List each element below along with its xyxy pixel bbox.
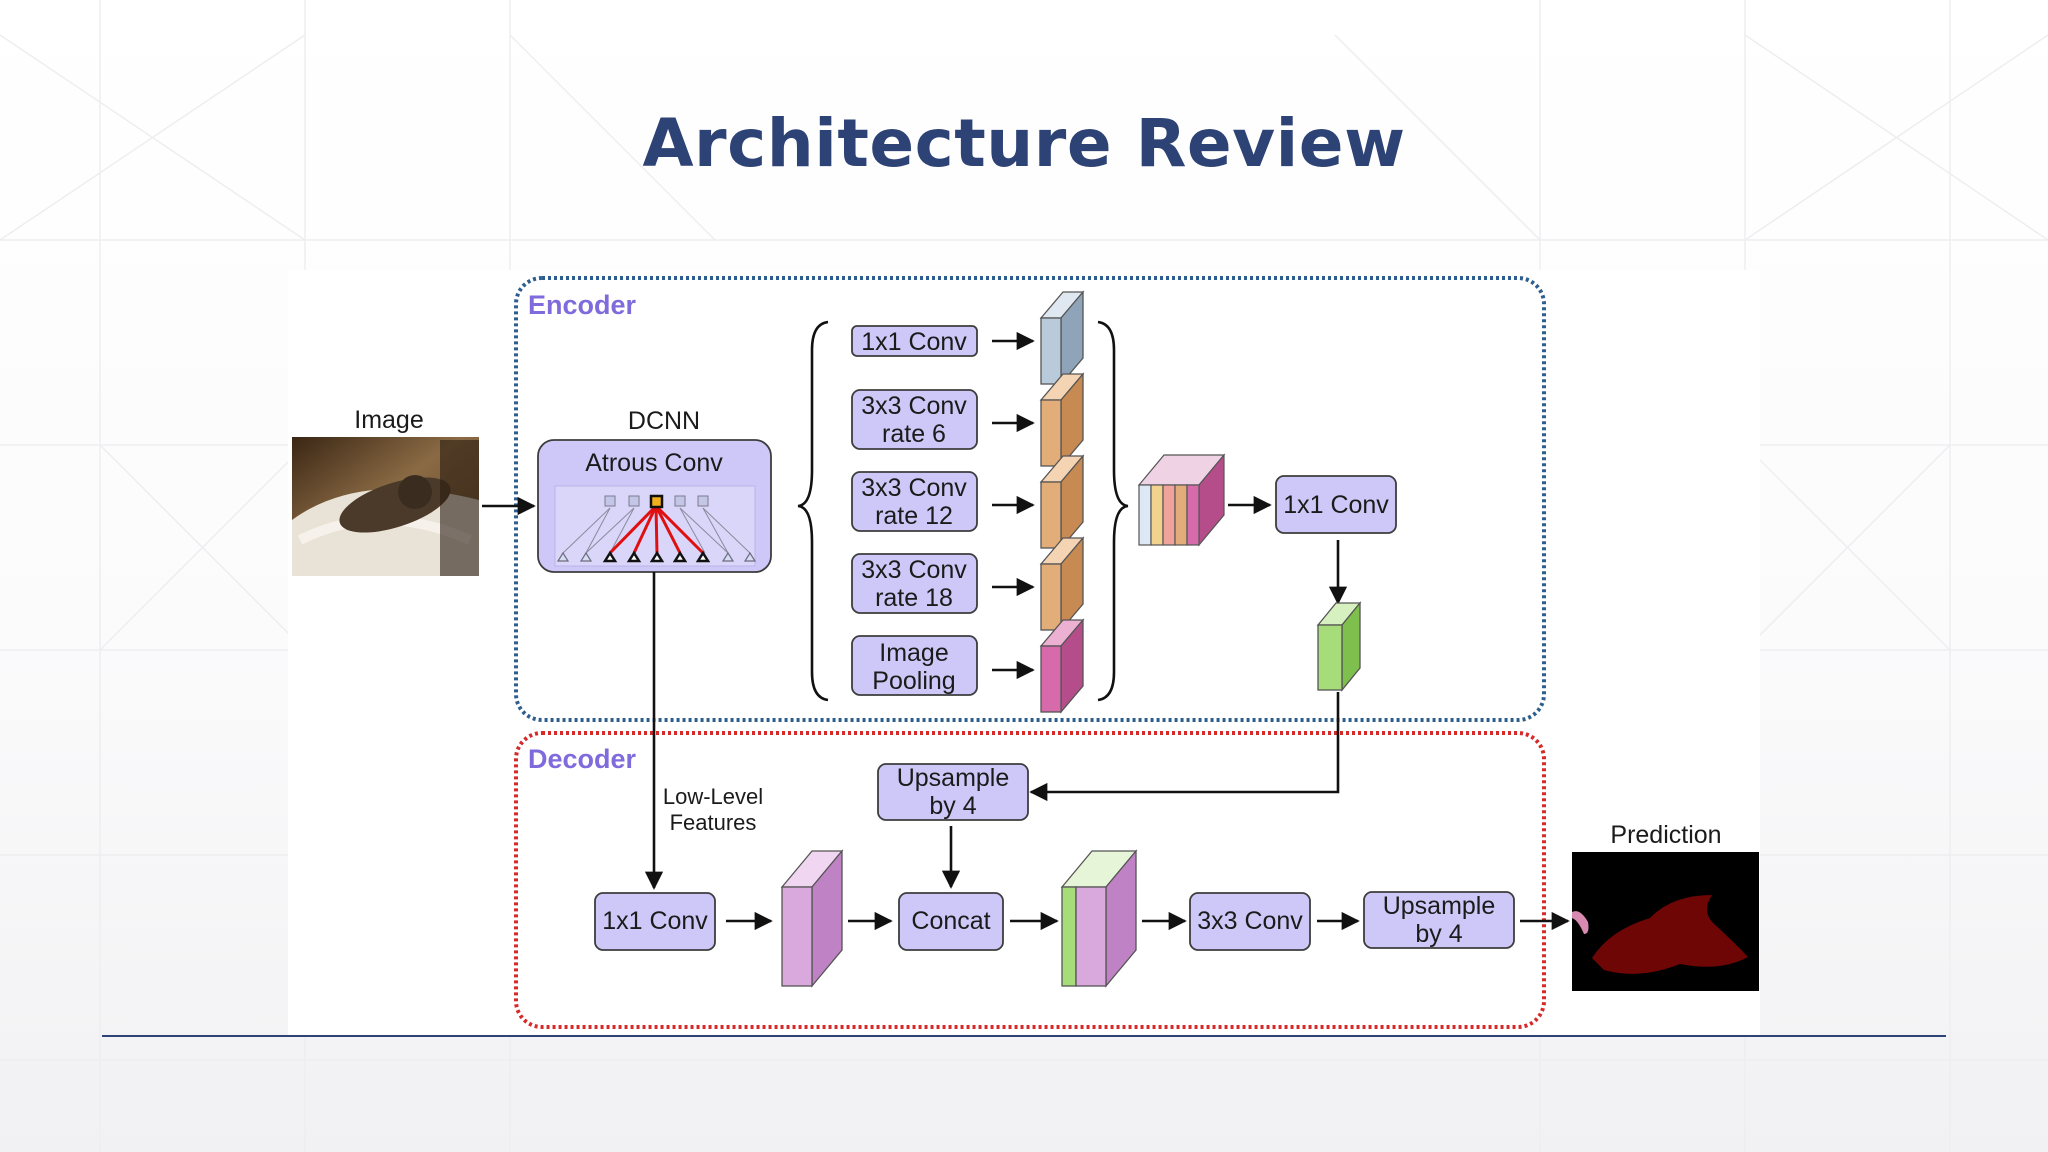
arrow-green-to-upsample: [1029, 692, 1340, 802]
upsample-final-line2: by 4: [1415, 920, 1462, 948]
branch-image-pooling-line1: Image: [879, 639, 948, 667]
feature-map-orange-2: [1039, 454, 1085, 550]
branch-rate6-line2: rate 6: [882, 420, 946, 448]
branch-rate18-line2: rate 18: [875, 584, 953, 612]
branch-rate6-box: [851, 389, 978, 450]
prediction-image: [1572, 852, 1759, 991]
branch-image-pooling-line2: Pooling: [872, 667, 955, 695]
feature-map-pink: [1039, 618, 1085, 714]
concat-box: [898, 892, 1004, 951]
image-label: Image: [354, 406, 423, 434]
concat-feature-stack: [1060, 849, 1138, 988]
branch-rate6-line1: 3x3 Conv: [861, 392, 967, 420]
feature-map-blue: [1039, 290, 1085, 386]
dcnn-label: DCNN: [628, 407, 700, 435]
concatenated-feature-stack: [1137, 453, 1226, 547]
feature-map-orange-3: [1039, 536, 1085, 632]
feature-map-green: [1316, 601, 1362, 692]
branch-1x1-conv-box: [851, 325, 978, 357]
input-image: [292, 437, 479, 576]
right-brace: [1097, 320, 1129, 702]
concat-label: Concat: [911, 907, 990, 935]
upsample-final-box: [1363, 891, 1515, 949]
branch-arrows: [992, 331, 1035, 680]
footer-rule: [102, 1035, 1946, 1037]
decoder-label: Decoder: [528, 744, 637, 774]
encoder-label: Encoder: [528, 290, 637, 320]
low-level-1x1-conv-label: 1x1 Conv: [602, 907, 708, 935]
low-level-1x1-conv-box: [594, 892, 716, 951]
left-brace: [797, 320, 829, 702]
feature-map-orange-1: [1039, 372, 1085, 468]
atrous-conv-illustration: [554, 485, 757, 567]
fuse-1x1-conv-box: [1275, 475, 1397, 534]
conv3x3-box: [1189, 892, 1311, 951]
branch-rate18-line1: 3x3 Conv: [861, 556, 967, 584]
atrous-conv-label: Atrous Conv: [585, 449, 723, 477]
encoder-region: [514, 276, 1546, 722]
low-level-label-2: Features: [670, 810, 757, 835]
feature-map-lilac: [780, 849, 844, 988]
decoder-region: [514, 731, 1546, 1029]
branch-rate12-line1: 3x3 Conv: [861, 474, 967, 502]
upsample-top-box: [877, 763, 1029, 821]
branch-rate18-box: [851, 553, 978, 614]
prediction-label: Prediction: [1610, 821, 1721, 849]
branch-image-pooling-box: [851, 635, 978, 696]
branch-rate12-box: [851, 471, 978, 532]
upsample-final-line1: Upsample: [1383, 892, 1496, 920]
slide-title: Architecture Review: [642, 105, 1406, 182]
branch-1x1-conv-label: 1x1 Conv: [861, 328, 967, 356]
conv3x3-label: 3x3 Conv: [1197, 907, 1303, 935]
low-level-label-1: Low-Level: [663, 784, 763, 809]
branch-rate12-line2: rate 12: [875, 502, 953, 530]
upsample-top-line2: by 4: [929, 792, 976, 820]
upsample-top-line1: Upsample: [897, 764, 1010, 792]
fuse-1x1-conv-label: 1x1 Conv: [1283, 491, 1389, 519]
